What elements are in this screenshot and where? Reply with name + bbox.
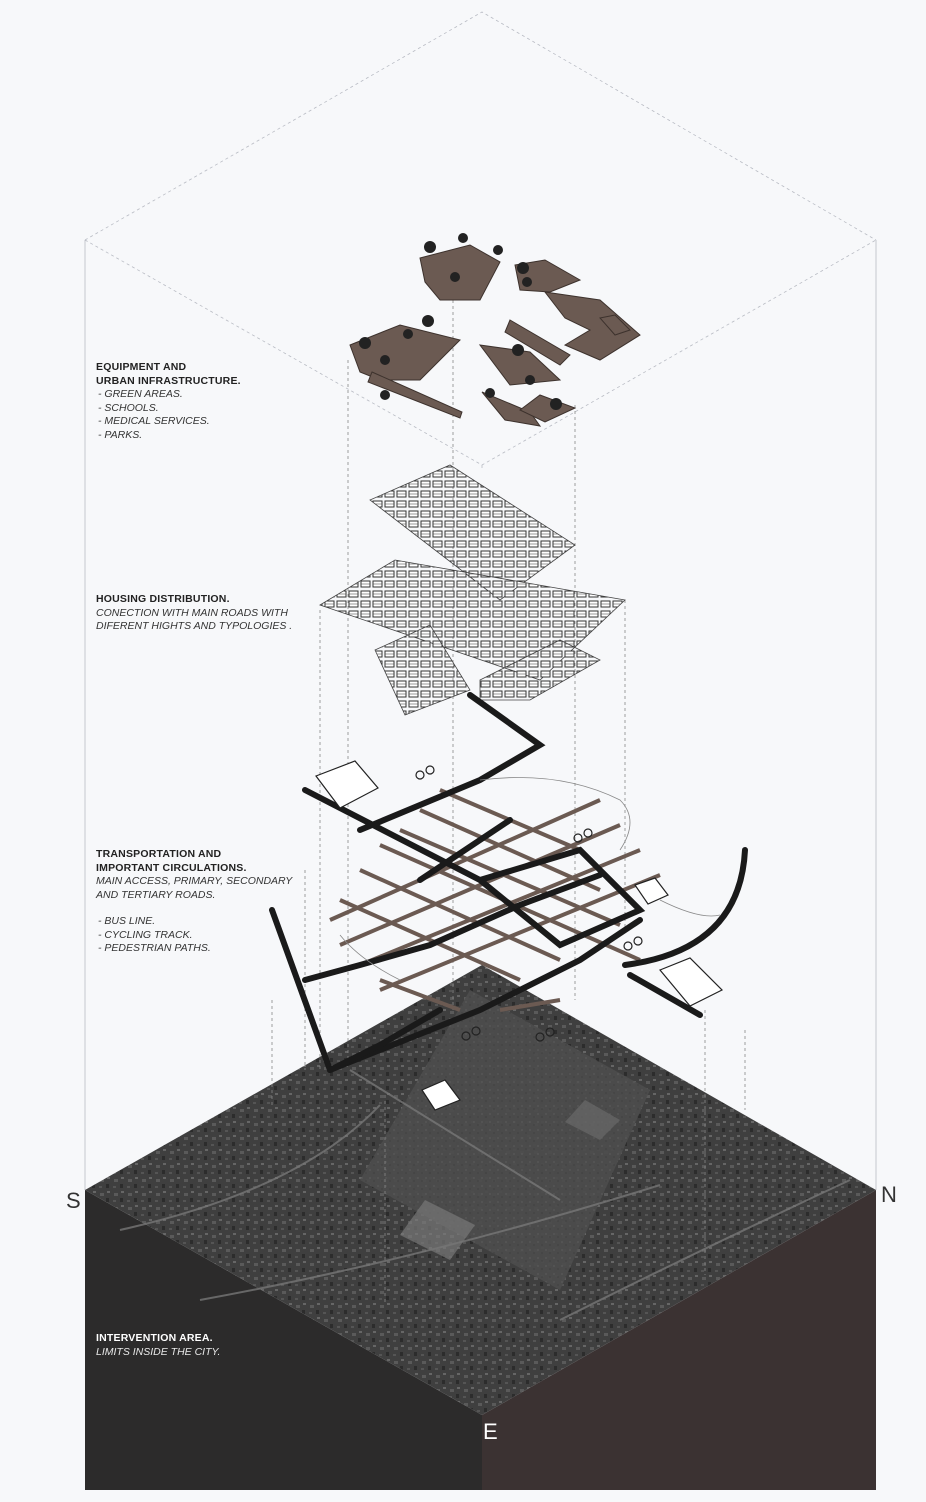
bicycle-icon (415, 765, 643, 1042)
equipment-heading-2: URBAN INFRASTRUCTURE. (96, 374, 241, 387)
housing-item: CONECTION WITH MAIN ROADS WITH (96, 606, 288, 619)
intervention-heading: INTERVENTION AREA. (96, 1332, 213, 1344)
road-grid (329, 788, 661, 1012)
equipment-item: - SCHOOLS. (98, 401, 159, 414)
transport-item: - BUS LINE. (98, 915, 156, 927)
equipment-heading-1: EQUIPMENT AND (96, 361, 187, 373)
intervention-label: INTERVENTION AREA. LIMITS INSIDE THE CIT… (96, 1332, 220, 1359)
transport-item: - PEDESTRIAN PATHS. (98, 942, 211, 954)
bus-icon (315, 760, 724, 1007)
transport-spacer (96, 902, 292, 915)
transport-heading-2: IMPORTANT CIRCULATIONS. (96, 861, 247, 874)
transport-item: - CYCLING TRACK. (98, 928, 193, 941)
pedestrian-paths (339, 777, 721, 981)
transport-item: MAIN ACCESS, PRIMARY, SECONDARY (96, 875, 293, 887)
transport-layer (269, 692, 748, 1111)
site-plot (565, 1100, 620, 1140)
equipment-layer (349, 244, 641, 427)
aerial-roads (119, 1069, 851, 1321)
compass-south: S (66, 1188, 81, 1213)
main-roads (269, 692, 748, 1073)
transport-item: AND TERTIARY ROADS. (96, 888, 216, 901)
intervention-item: LIMITS INSIDE THE CITY. (96, 1345, 221, 1358)
housing-item: DIFERENT HIGHTS AND TYPOLOGIES . (96, 620, 293, 632)
housing-label: HOUSING DISTRIBUTION. CONECTION WITH MAI… (96, 593, 292, 634)
transport-heading-1: TRANSPORTATION AND (96, 848, 222, 860)
equipment-item: - GREEN AREAS. (98, 388, 183, 400)
bounding-box (84, 11, 877, 1190)
tree-icons (359, 233, 562, 410)
car-icon (421, 877, 669, 1111)
housing-heading: HOUSING DISTRIBUTION. (96, 593, 230, 605)
base-right-side (482, 1190, 876, 1490)
site-plot (400, 1200, 475, 1260)
equipment-label: EQUIPMENT AND URBAN INFRASTRUCTURE. - GR… (96, 361, 241, 442)
equipment-item: - PARKS. (98, 428, 143, 441)
housing-layer (319, 464, 626, 716)
transport-label: TRANSPORTATION AND IMPORTANT CIRCULATION… (96, 848, 292, 956)
equipment-item: - MEDICAL SERVICES. (98, 415, 210, 427)
compass-north: N (881, 1182, 897, 1207)
base-left-side (85, 1190, 482, 1490)
compass-east: E (483, 1419, 498, 1444)
